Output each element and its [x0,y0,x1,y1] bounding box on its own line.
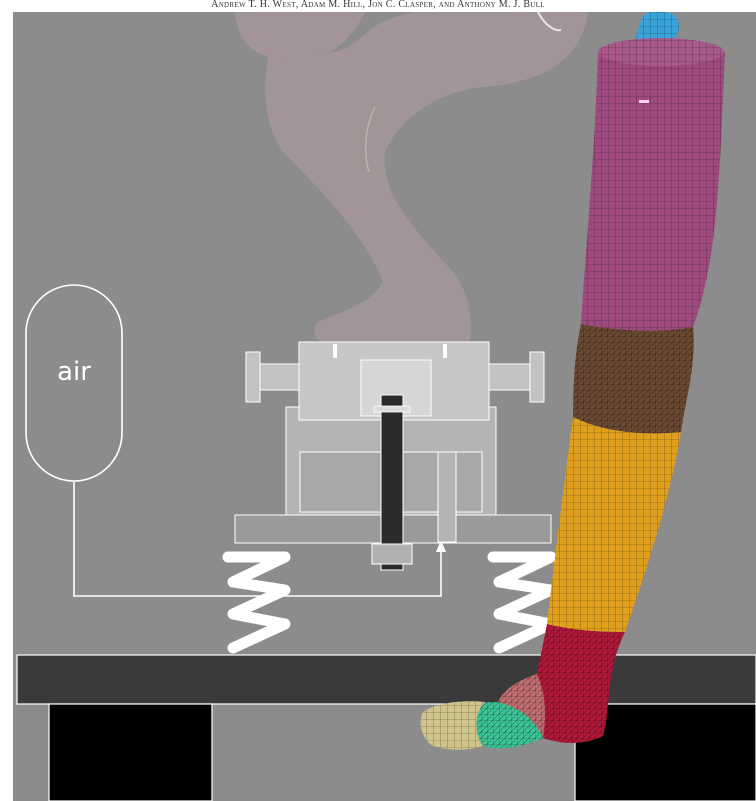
top-clamp-left [333,344,337,358]
air-label: air [57,357,91,387]
right-arm-flange [530,352,544,402]
left-arm-flange [246,352,260,402]
top-clamp-right [443,344,447,358]
test-rig-figure: air [13,12,756,801]
piston-guide [438,452,456,542]
rod-collar [374,406,410,412]
table-top [17,655,756,704]
left-support-block [49,704,212,801]
rod-nut [372,544,412,564]
